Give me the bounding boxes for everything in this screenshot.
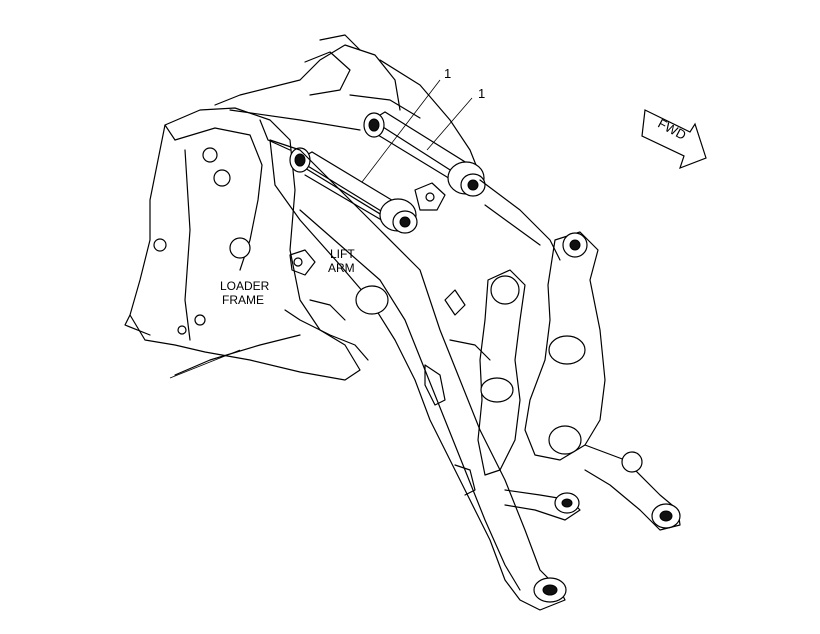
callout-leaders <box>361 79 473 183</box>
forward-direction-arrow: FWD <box>641 109 707 170</box>
loader-frame-label-line2: FRAME <box>222 293 264 307</box>
lift-arm-label-line1: LIFT <box>330 247 355 261</box>
lift-arm <box>269 139 567 611</box>
callout-1-right: 1 <box>478 86 485 101</box>
lift-cylinder-left <box>289 147 418 234</box>
lift-arm-label-line2: ARM <box>328 261 355 275</box>
lift-cylinder-right <box>363 111 486 211</box>
loader-frame-label-line1: LOADER <box>220 279 270 293</box>
callout-1-left: 1 <box>444 66 451 81</box>
tilt-linkage <box>444 231 681 531</box>
loader-frame <box>124 107 369 381</box>
upper-frame <box>214 34 481 176</box>
